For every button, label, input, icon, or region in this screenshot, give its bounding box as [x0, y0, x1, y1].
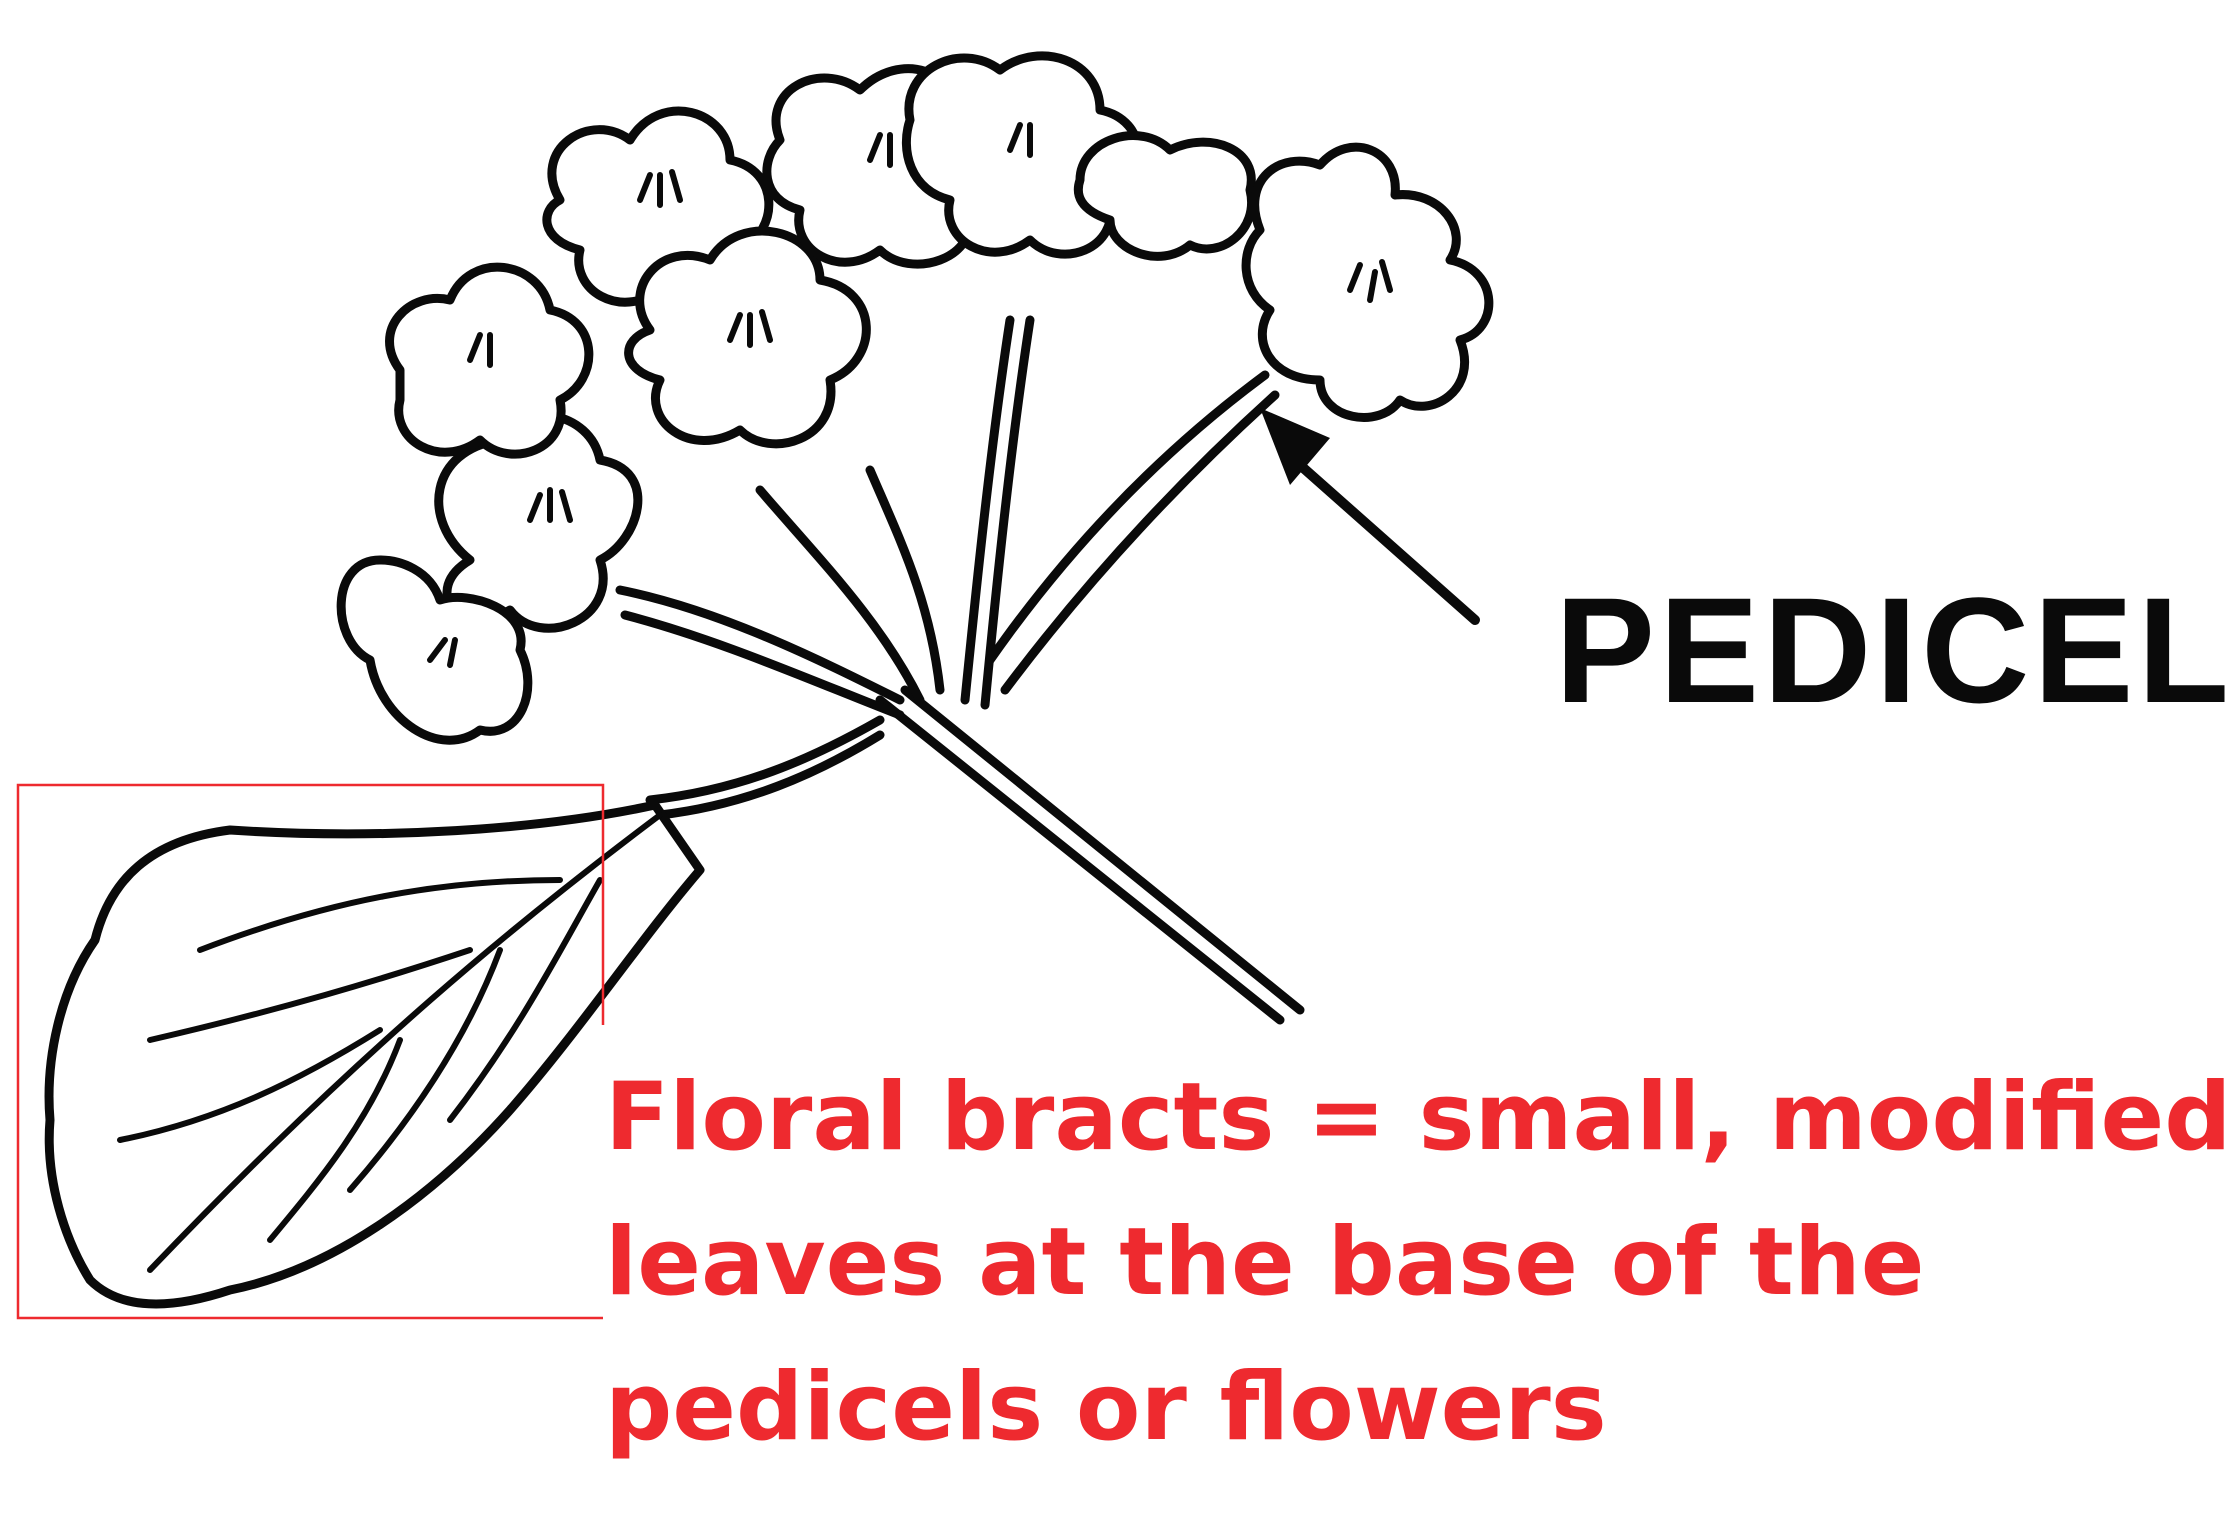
- caption-line-2: leaves at the base of the: [605, 1208, 1925, 1317]
- caption-line-3: pedicels or flowers: [605, 1353, 1607, 1462]
- caption-line-1: Floral bracts = small, modified: [605, 1063, 2232, 1172]
- pedicel-label: PEDICEL: [1555, 566, 2234, 734]
- main-stem: [875, 695, 1285, 1025]
- flower-6: [901, 51, 1256, 261]
- branch-mid-3-outline: [980, 315, 1035, 710]
- flower-1: [336, 410, 643, 745]
- floral-bracts-caption: Floral bracts = small, modified leaves a…: [605, 1045, 2232, 1480]
- main-stem-outline: [900, 685, 1305, 1015]
- leaf-vein-3: [117, 1027, 383, 1143]
- floral-bract-leaf: [44, 800, 705, 1309]
- leaf-vein-4: [447, 877, 603, 1123]
- leaf-petiole: [645, 715, 885, 805]
- branch-left: [615, 585, 905, 705]
- branch-mid-3: [960, 315, 1015, 705]
- leaf-vein-1: [197, 877, 563, 953]
- leaf-vein-2: [147, 947, 473, 1043]
- bract-highlight-box: [16, 783, 605, 1320]
- branch-left-inner: [620, 610, 905, 720]
- leaf-vein-6: [267, 1037, 403, 1243]
- pedicel-arrow: [1260, 408, 1480, 625]
- leaf-petiole-outline: [655, 730, 885, 820]
- leaf-midrib: [147, 812, 663, 1273]
- flower-7-pedicel-flower: [1241, 142, 1494, 422]
- branch-mid-1: [755, 485, 925, 705]
- branch-right-pedicel: [985, 370, 1270, 665]
- branch-mid-2: [865, 465, 945, 695]
- leaf-vein-5: [347, 947, 503, 1193]
- branch-right-pedicel-outline: [1000, 390, 1280, 695]
